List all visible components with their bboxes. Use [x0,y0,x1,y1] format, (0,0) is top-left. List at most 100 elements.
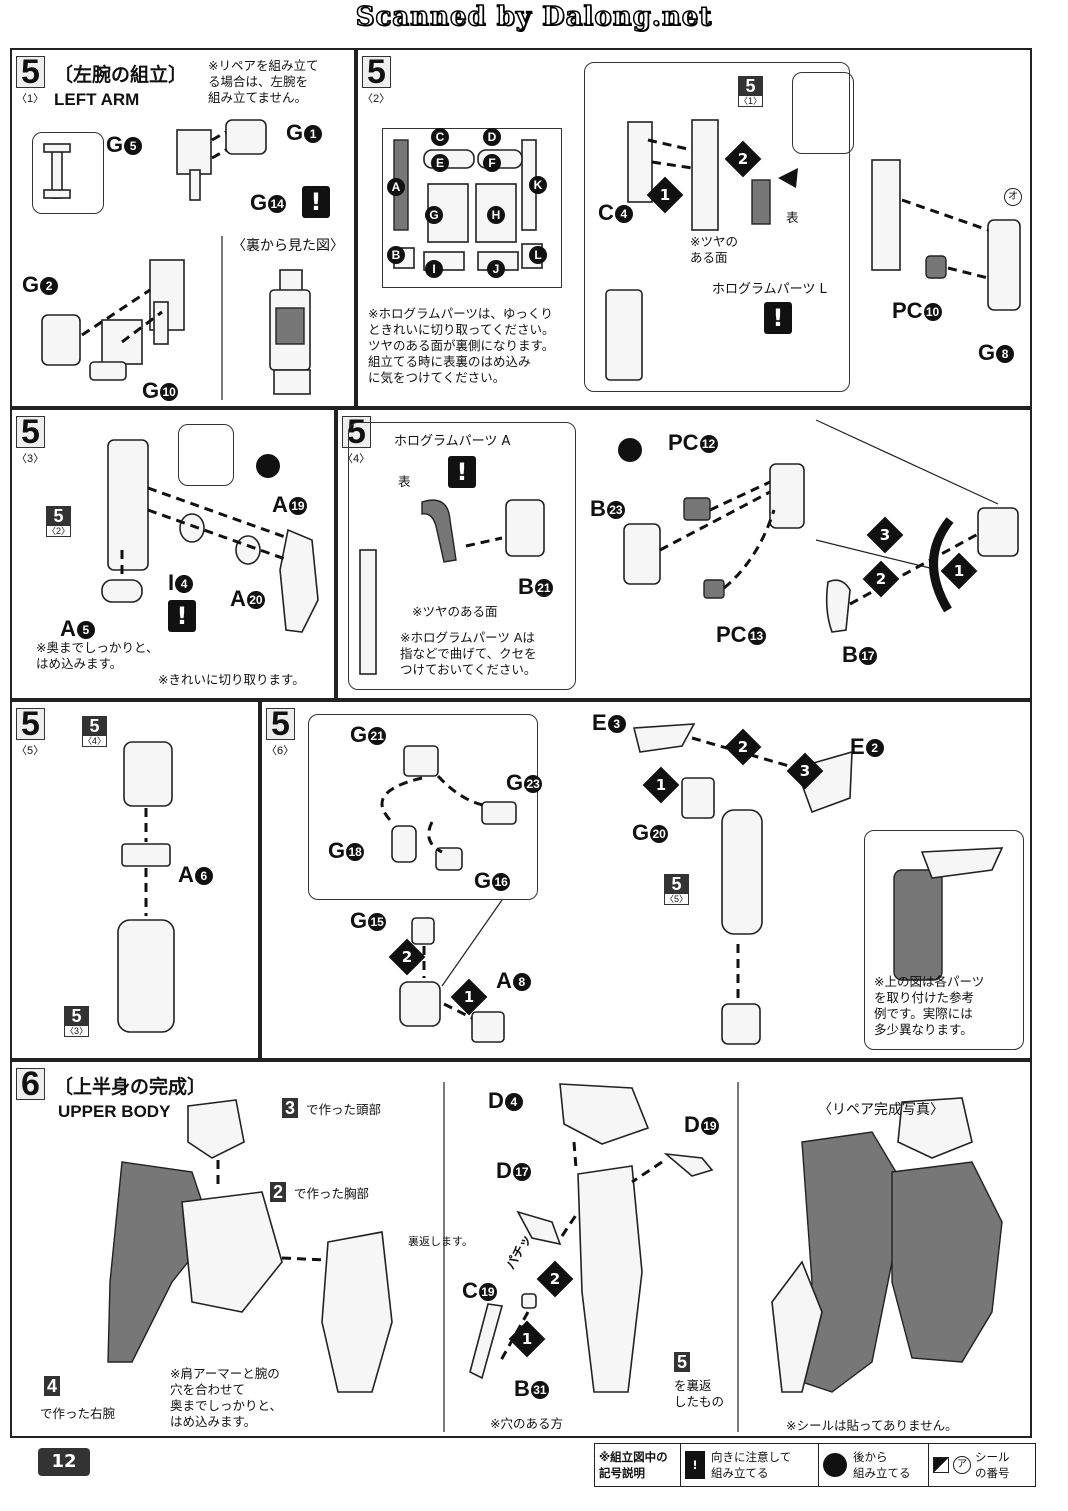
step-6-panel: 6 〔上半身の完成〕 UPPER BODY 3 で作った頭部 2 で作った胸部 … [10,1060,1032,1438]
shiny-side-label: ※ツヤのある面 [412,604,498,619]
caution-icon: ! [764,302,792,334]
step-english-title: UPPER BODY [58,1102,171,1121]
step-5-3-diagram [101,439,319,633]
runner-letter-a: A [386,178,405,197]
order-3: 3 [786,752,824,790]
runner-letter-d: D [482,128,501,147]
order-3: 3 [866,516,904,554]
order-1: 1 [646,176,684,214]
substep-label: 〈2〉 [362,93,391,105]
order-2: 2 [724,728,762,766]
order-2: 2 [388,938,426,976]
step-5-4-diagram [359,419,1019,675]
runner-letter-l: L [528,246,547,265]
step-english-title: LEFT ARM [54,90,140,109]
head-ref: 3 [282,1098,299,1118]
legend-sticker-text: シール の番号 [975,1450,1010,1480]
reference-note: ※上の図は各パーツ を取り付けた参考 例です。実際には 多少異なります。 [874,974,985,1037]
sticker-icon [933,1457,949,1473]
order-2: 2 [862,560,900,598]
detail-inset [32,132,104,214]
callout-inset [792,72,854,154]
order-2: 2 [536,1260,574,1298]
step-number: 5 [266,707,295,741]
step-5-1-panel: 5 〈1〉 〔左腕の組立〕 LEFT ARM ※リペアを組み立て る場合は、左腕… [10,48,356,408]
runner-letter-h: H [486,206,505,225]
runner-letter-e: E [430,154,449,173]
order-2: 2 [724,140,762,178]
step-5-2-panel: 5 〈2〉 C D E F A K G H B I J L ※ホログラムパーツは… [356,48,1032,408]
caution-icon: ! [168,600,196,632]
caution-icon: ! [448,456,476,488]
hand-inset [308,714,538,900]
step-number: 5 [16,415,45,449]
hologram-bend-note: ※ホログラムパーツ Aは 指などで曲げて、クセを つけておいてください。 [400,630,537,677]
order-1: 1 [642,766,680,804]
left-arm-diagram-upper [41,119,311,400]
order-1: 1 [508,1320,546,1358]
large-inset [584,62,850,392]
order-1: 1 [940,552,978,590]
ref-step-5-3: 5〈3〉 [64,1006,90,1037]
runner-sheet [382,128,562,288]
step-number: 5 [362,55,391,89]
back-view-label: 〈裏から見た図〉 [232,238,344,254]
runner-letter-j: J [486,260,505,279]
sticker-label: オ [1004,188,1022,206]
callout-inset [178,424,234,486]
left-arm-text: を裏返 したもの [674,1378,725,1409]
step-title: 〔左腕の組立〕 [54,64,188,86]
front-side-label: 表 [398,474,411,489]
step-number: 6 [16,1067,45,1101]
chest-text: で作った胸部 [294,1186,370,1201]
runner-letter-b: B [386,246,405,265]
substep-label: 〈3〉 [16,453,45,465]
later-icon [823,1453,847,1477]
legend-later-text: 後から 組み立てる [853,1450,911,1480]
front-side-label: 表 [786,210,799,225]
order-1: 1 [450,978,488,1016]
legend-title: ※組立図中の 記号説明 [595,1444,681,1486]
runner-letter-i: I [424,260,443,279]
legend-orientation: ! 向きに注意して 組み立てる [681,1444,819,1486]
substep-label: 〈6〉 [266,745,295,757]
runner-letter-c: C [430,128,449,147]
step-note: ※リペアを組み立て る場合は、左腕を 組み立てません。 [208,58,319,105]
upper-body-diagram [107,1082,1003,1432]
runner-letter-k: K [528,176,547,195]
legend-sticker: ア シール の番号 [929,1444,1035,1486]
left-arm-ref: 5 [674,1352,691,1372]
reference-inset [864,830,1024,1050]
photo-note: ※シールは貼ってありません。 [786,1418,958,1433]
hologram-part-a-label: ホログラムパーツ A [394,434,511,449]
page-number: 12 [38,1448,90,1476]
hologram-note: ※ホログラムパーツは、ゆっくり ときれいに切り取ってください。 ツヤのある面が裏… [368,306,555,385]
cut-note: ※きれいに切り取ります。 [158,672,305,687]
hologram-inset [348,422,576,690]
ref-step-5-4: 5〈4〉 [82,716,108,747]
hole-note: ※穴のある方 [490,1416,563,1431]
ref-step-5-2: 5〈2〉 [46,506,72,537]
